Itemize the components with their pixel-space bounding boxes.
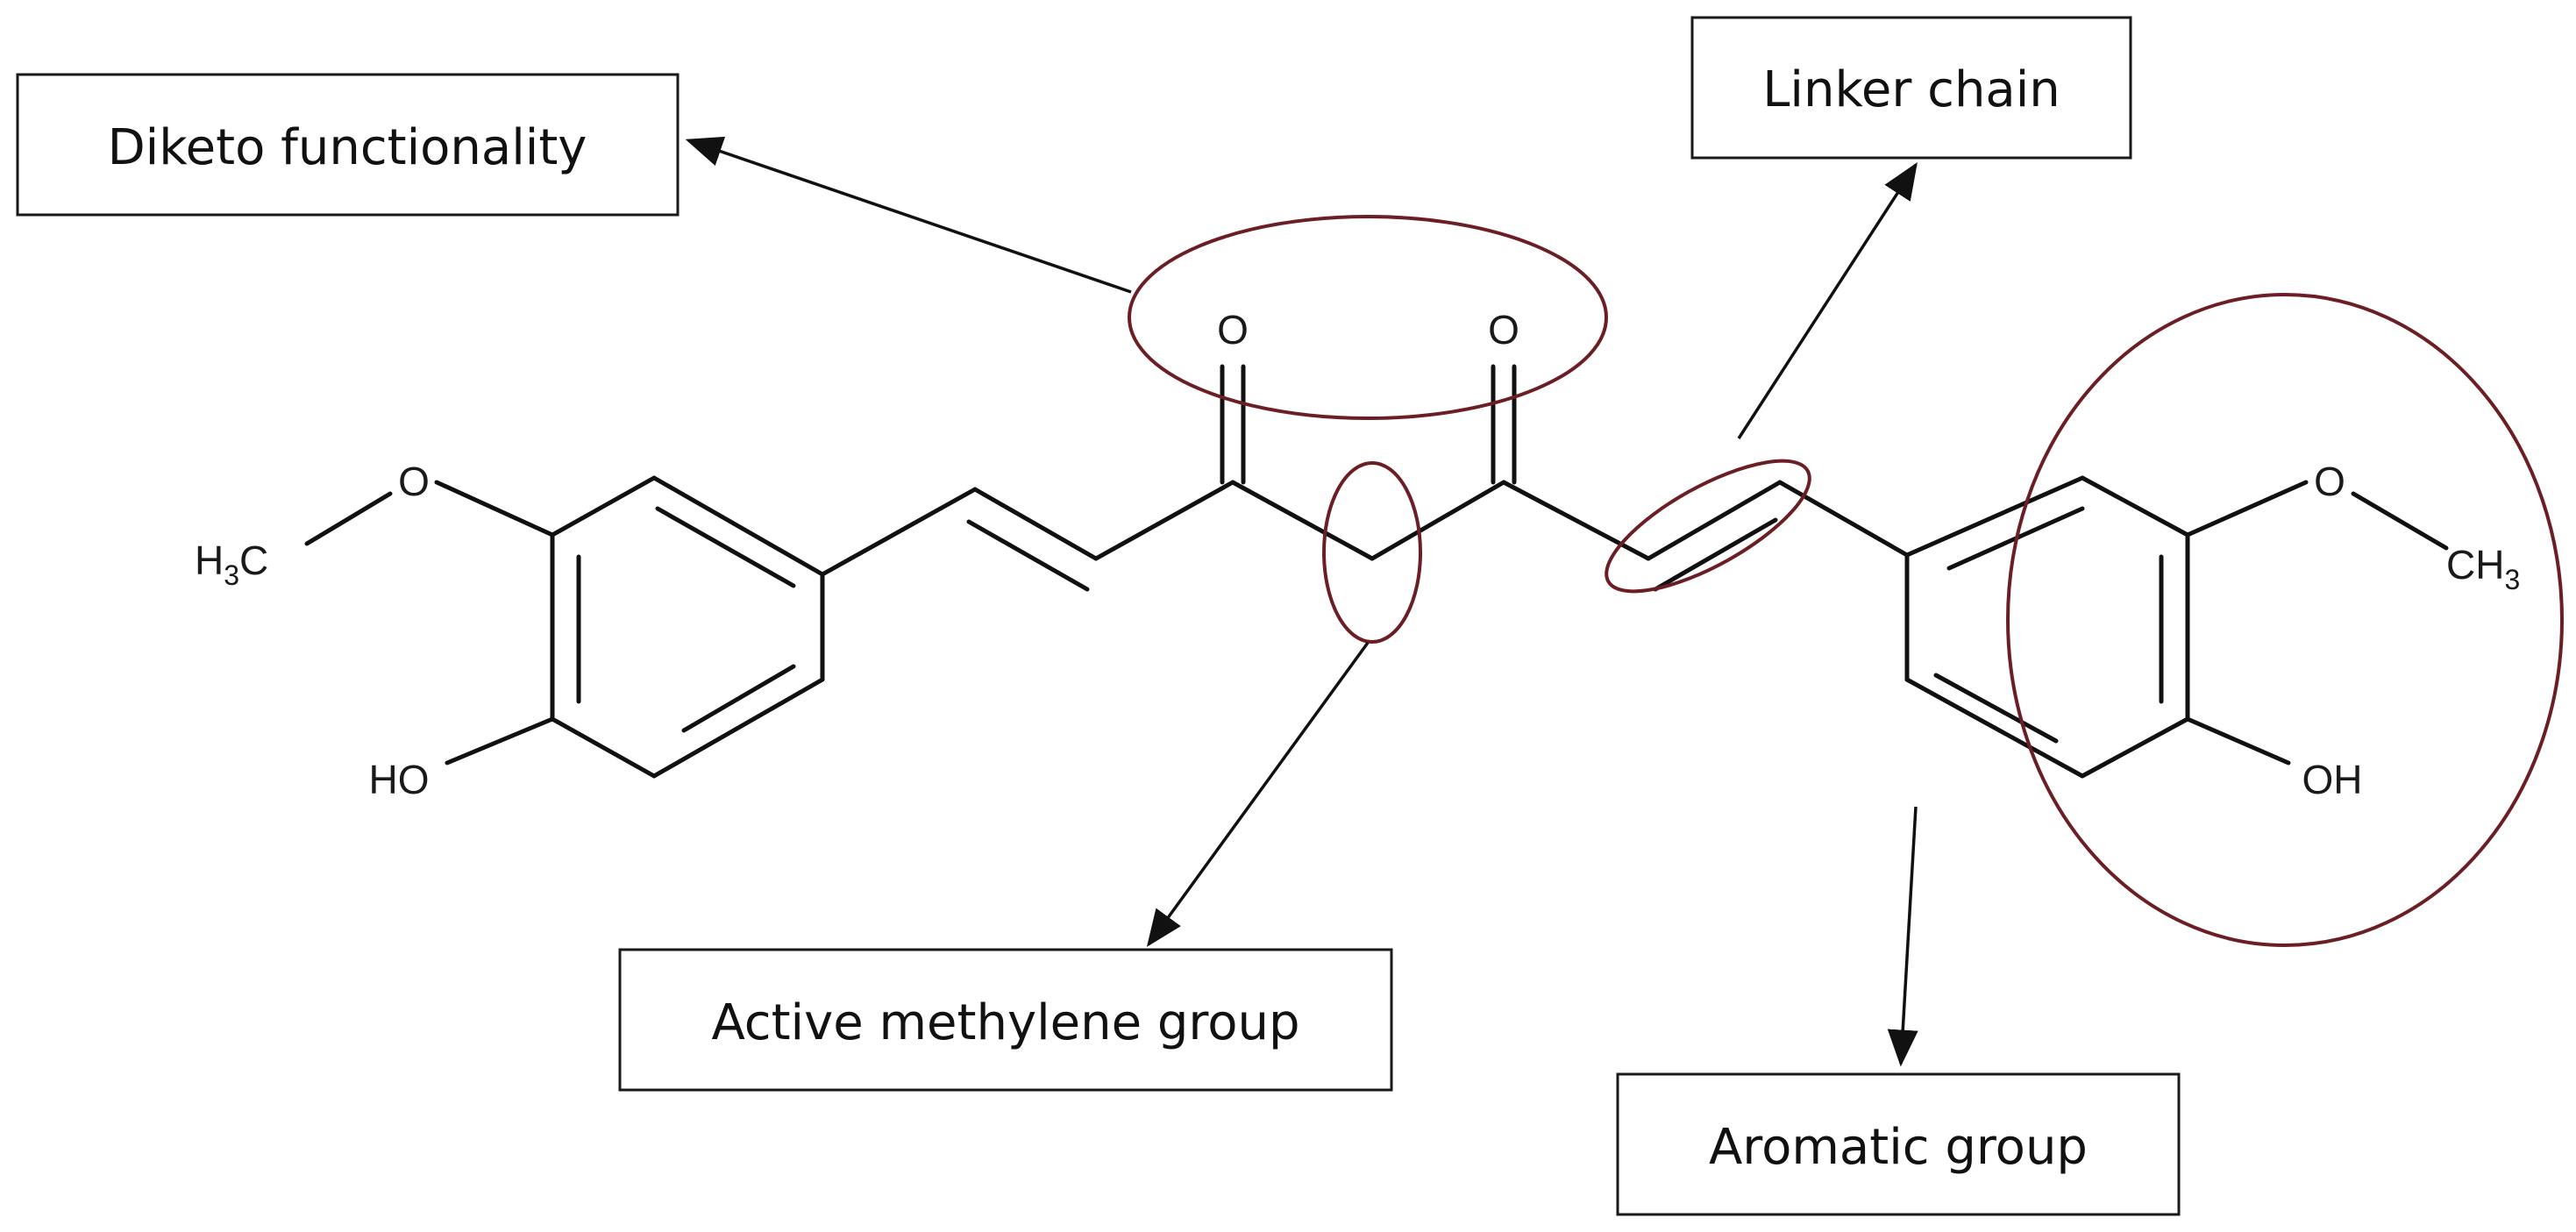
atom-labels: O O O O H3C CH3 HO OH xyxy=(195,307,2520,802)
arrow-diketo xyxy=(685,136,1132,294)
highlights xyxy=(1128,215,2564,947)
right-aromatic-ring xyxy=(1904,475,2190,779)
highlight-diketo xyxy=(1128,215,1608,420)
atom-ho-left: HO xyxy=(369,757,430,802)
arrow-methylene xyxy=(1146,641,1370,947)
atom-o-methoxy-right: O xyxy=(2314,459,2345,504)
atom-h3c-label: H3C xyxy=(195,538,268,591)
atom-oh-right: OH xyxy=(2302,757,2363,802)
callout-methylene: Active methylene group xyxy=(618,948,1393,1092)
left-substituents xyxy=(304,480,555,766)
right-substituents xyxy=(2185,480,2449,766)
callout-methylene-label: Active methylene group xyxy=(711,994,1299,1051)
highlight-aromatic xyxy=(2006,293,2564,947)
callout-aromatic-label: Aromatic group xyxy=(1709,1119,2088,1176)
atom-o-methoxy-left: O xyxy=(398,459,430,504)
highlight-methylene xyxy=(1322,461,1422,644)
callout-diketo-label: Diketo functionality xyxy=(108,119,587,176)
callout-linker: Linker chain xyxy=(1690,16,2132,160)
left-aromatic-ring xyxy=(550,475,825,779)
atom-o-carbonyl-left: O xyxy=(1217,307,1249,353)
atom-ch3-label: CH3 xyxy=(2446,542,2520,595)
highlight-linker xyxy=(1605,459,1811,594)
callout-linker-label: Linker chain xyxy=(1762,61,2060,118)
callout-arrows xyxy=(685,136,1918,1067)
central-chain xyxy=(820,364,1910,592)
callout-aromatic: Aromatic group xyxy=(1616,1072,2181,1216)
arrow-linker xyxy=(1737,162,1918,439)
callout-diketo: Diketo functionality xyxy=(16,73,680,217)
atom-o-carbonyl-right: O xyxy=(1488,307,1519,353)
arrow-aromatic xyxy=(1887,806,1918,1067)
